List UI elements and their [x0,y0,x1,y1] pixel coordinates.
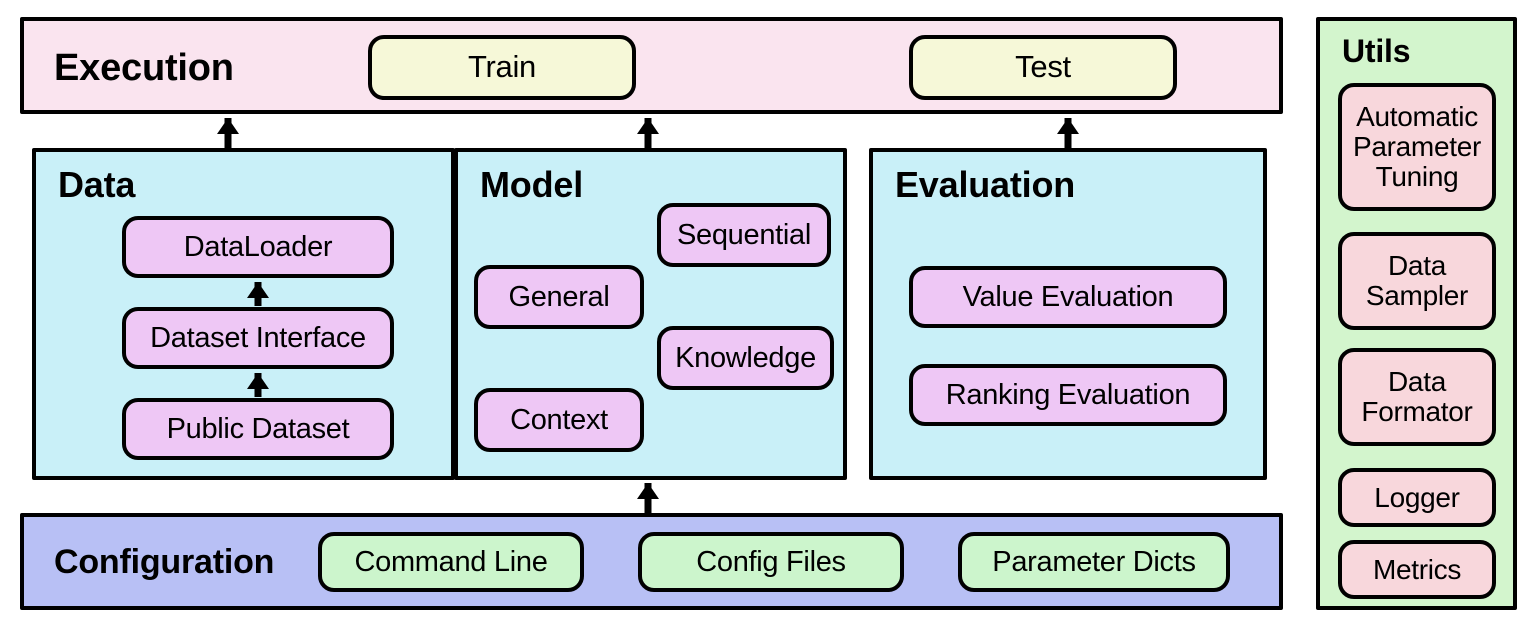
configuration-node-parameter-dicts[interactable]: Parameter Dicts [958,532,1230,592]
model-node-knowledge[interactable]: Knowledge [657,326,834,390]
configuration-panel-title: Configuration [54,543,275,581]
execution-node-train[interactable]: Train [368,35,636,100]
utils-panel-title: Utils [1342,33,1411,69]
data-node-dataloader[interactable]: DataLoader [122,216,394,278]
utils-node-metrics[interactable]: Metrics [1338,540,1496,599]
utils-node-data-sampler[interactable]: Data Sampler [1338,232,1496,330]
model-panel-title: Model [480,164,583,205]
model-node-general[interactable]: General [474,265,644,329]
utils-node-automatic-parameter-tuning[interactable]: Automatic Parameter Tuning [1338,83,1496,211]
configuration-node-command-line[interactable]: Command Line [318,532,584,592]
data-node-public-dataset[interactable]: Public Dataset [122,398,394,460]
execution-node-test[interactable]: Test [909,35,1177,100]
configuration-node-config-files[interactable]: Config Files [638,532,904,592]
evaluation-panel-title: Evaluation [895,164,1076,205]
evaluation-node-value-evaluation[interactable]: Value Evaluation [909,266,1227,328]
model-node-sequential[interactable]: Sequential [657,203,831,267]
data-panel-title: Data [58,164,136,205]
data-node-dataset-interface[interactable]: Dataset Interface [122,307,394,369]
evaluation-node-ranking-evaluation[interactable]: Ranking Evaluation [909,364,1227,426]
execution-panel-title: Execution [54,47,234,89]
model-node-context[interactable]: Context [474,388,644,452]
utils-node-data-formator[interactable]: Data Formator [1338,348,1496,446]
utils-node-logger[interactable]: Logger [1338,468,1496,527]
